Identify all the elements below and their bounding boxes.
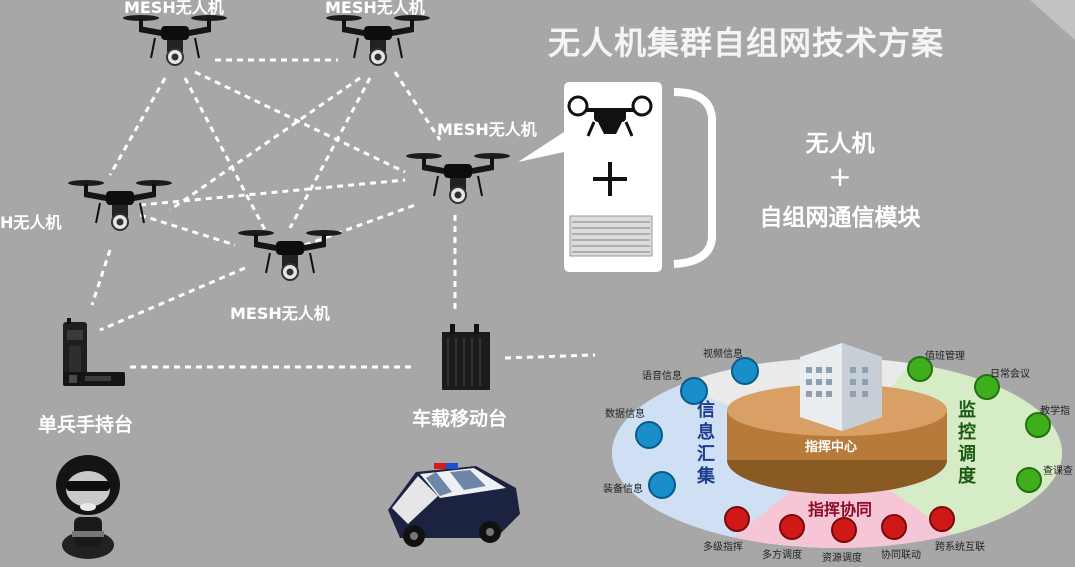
link-d5-handheld bbox=[99, 266, 246, 332]
info-item-video: 视频信息 bbox=[703, 349, 743, 360]
coord-item-multiparty: 多方调度 bbox=[762, 550, 802, 561]
drone-module-callout bbox=[518, 82, 662, 272]
callout-module-icon bbox=[569, 215, 653, 257]
mesh-drone-4 bbox=[405, 152, 511, 204]
info-nodes bbox=[635, 357, 759, 499]
combo-plus: + bbox=[828, 160, 852, 193]
coord-item-multilevel: 多级指挥 bbox=[703, 542, 743, 553]
drone-label-3: H无人机 bbox=[0, 213, 62, 232]
link-d3-d4 bbox=[139, 178, 406, 207]
link-vehicle-command bbox=[504, 353, 596, 360]
monitor-item-teaching: 教学指 bbox=[1040, 406, 1070, 417]
police-car-icon bbox=[388, 463, 520, 547]
drone-label-2: MESH无人机 bbox=[325, 0, 425, 17]
command-center-diagram bbox=[612, 343, 1062, 548]
monitor-section-label: 监控调度 bbox=[958, 400, 976, 487]
link-d3-handheld bbox=[90, 249, 112, 306]
monitor-item-check: 查课查 bbox=[1043, 466, 1073, 477]
mesh-drone-3 bbox=[67, 179, 173, 231]
info-item-data: 数据信息 bbox=[605, 409, 645, 420]
officer-icon bbox=[56, 455, 120, 559]
page-title: 无人机集群自组网技术方案 bbox=[548, 24, 945, 62]
drone-label-5: MESH无人机 bbox=[230, 304, 330, 323]
combo-line2: 自组网通信模块 bbox=[759, 205, 921, 231]
callout-drone-icon bbox=[567, 95, 653, 137]
link-d5-d4 bbox=[304, 203, 416, 247]
building-icon bbox=[800, 343, 882, 431]
link-d2-d4 bbox=[393, 71, 442, 141]
coord-item-crosssystem: 跨系统互联 bbox=[935, 542, 985, 553]
monitor-item-duty: 值班管理 bbox=[925, 351, 965, 362]
handheld-label: 单兵手持台 bbox=[38, 414, 134, 436]
mesh-drone-1 bbox=[122, 14, 228, 66]
coord-item-resource: 资源调度 bbox=[822, 553, 862, 564]
info-item-equipment: 装备信息 bbox=[603, 484, 643, 495]
link-d1-d5 bbox=[183, 77, 267, 231]
coord-section-label: 指挥协同 bbox=[808, 500, 873, 519]
info-section-label: 信息汇集 bbox=[697, 400, 715, 487]
link-d2-d3 bbox=[169, 76, 361, 212]
drone-label-4: MESH无人机 bbox=[437, 120, 537, 139]
link-d1-d3 bbox=[108, 77, 167, 176]
mesh-drone-5 bbox=[237, 229, 343, 281]
drone-label-1: MESH无人机 bbox=[124, 0, 224, 17]
bracket-shape bbox=[673, 88, 716, 268]
combo-line1: 无人机 bbox=[805, 131, 875, 157]
mesh-drone-2 bbox=[325, 14, 431, 66]
vehicle-radio-icon bbox=[442, 324, 490, 390]
handheld-radio-icon bbox=[63, 318, 125, 386]
monitor-nodes bbox=[907, 356, 1051, 493]
vehicle-label: 车载移动台 bbox=[412, 408, 508, 430]
monitor-item-meeting: 日常会议 bbox=[990, 369, 1030, 380]
coord-nodes bbox=[724, 506, 955, 543]
info-item-voice: 语音信息 bbox=[642, 371, 682, 382]
coord-item-linkage: 协同联动 bbox=[881, 550, 921, 561]
command-center-label: 指挥中心 bbox=[805, 440, 858, 455]
link-d3-d5 bbox=[139, 213, 236, 247]
link-d1-d4 bbox=[194, 70, 406, 174]
